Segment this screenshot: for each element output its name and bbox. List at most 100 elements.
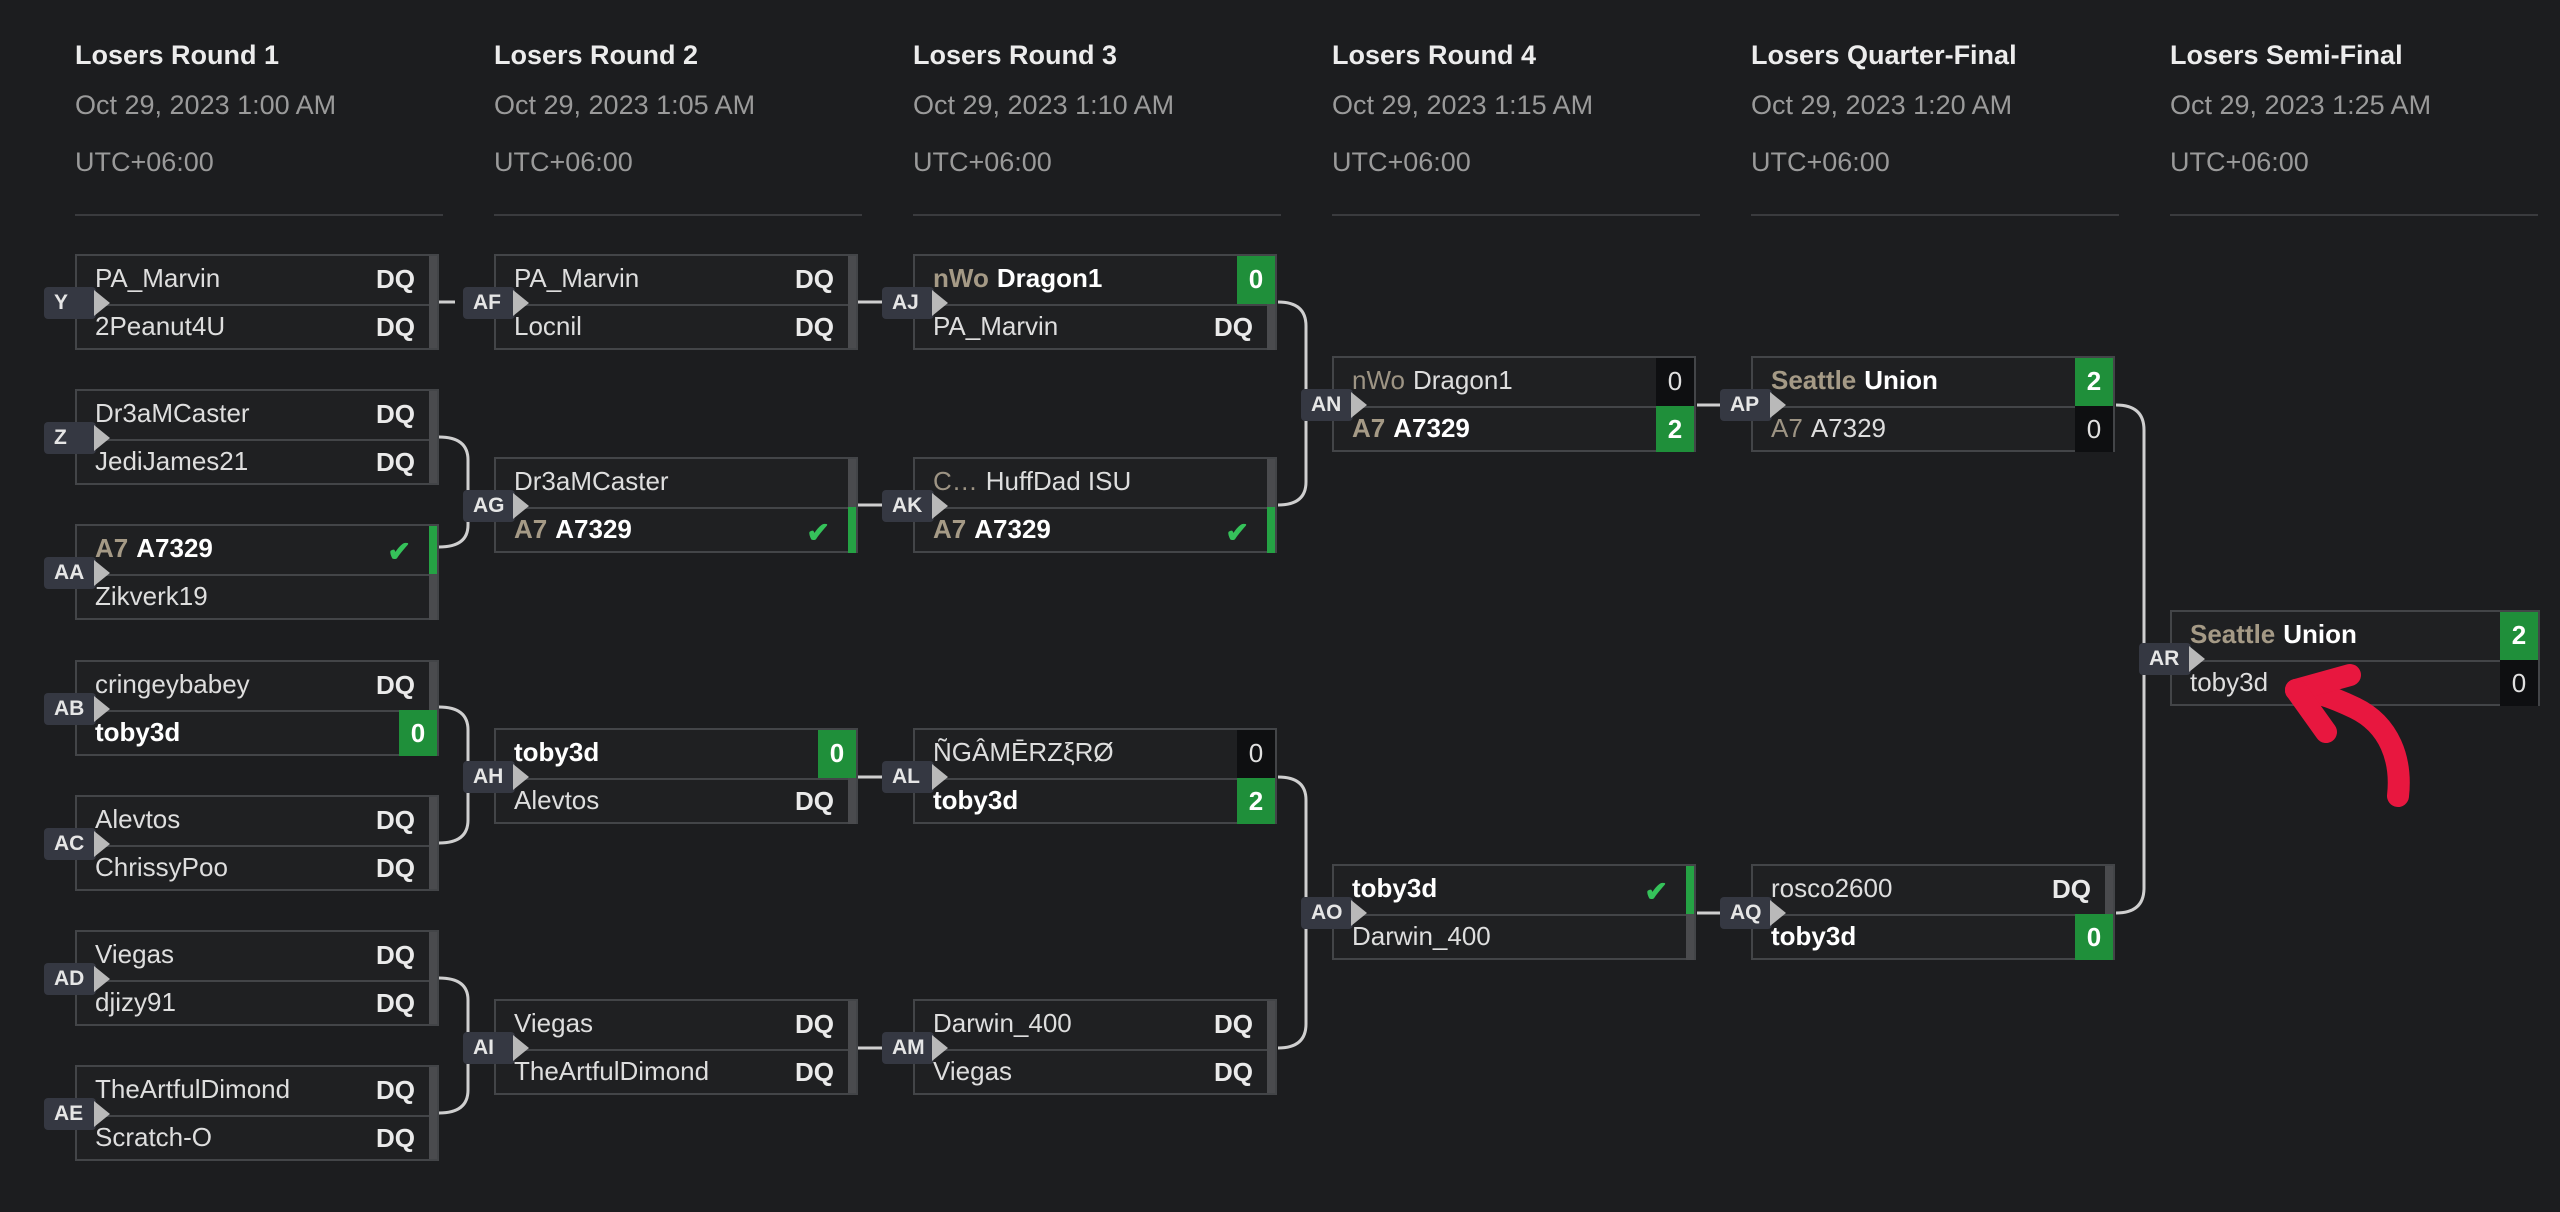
match-label[interactable]: AO [1301,897,1367,929]
match-label[interactable]: AA [44,557,110,589]
match-card[interactable]: Viegas DQ djizy91 DQ [75,930,439,1026]
player-row[interactable]: PA_Marvin DQ [77,256,437,306]
score: 2 [1237,778,1275,824]
match-card[interactable]: Dr3aMCaster DQ JediJames21 DQ [75,389,439,485]
score: DQ [795,1009,834,1039]
match-label[interactable]: AR [2139,643,2205,675]
match-label[interactable]: AB [44,693,110,725]
match-id: AN [1311,393,1342,416]
score: DQ [795,312,834,342]
match-id: AA [54,561,85,584]
player-row[interactable]: toby3d 0 [2172,660,2538,706]
player-row[interactable]: 2Peanut4U DQ [77,304,437,350]
player-row[interactable]: Viegas DQ [496,1001,856,1051]
player-row[interactable]: Alevtos DQ [496,778,856,824]
player-row[interactable]: toby3d 0 [496,730,856,780]
match-card[interactable]: toby3d ✔ Darwin_400 [1332,864,1696,960]
match-id: AD [54,967,85,990]
team-tag: A7 [1352,413,1386,443]
match-card[interactable]: TheArtfulDimond DQ Scratch-O DQ [75,1065,439,1161]
score: 0 [399,710,437,756]
status-stripe [848,778,856,824]
match-card[interactable]: rosco2600 DQ toby3d 0 [1751,864,2115,960]
match-label[interactable]: Y [44,287,110,319]
check-icon: ✔ [806,517,830,548]
score: DQ [1214,1057,1253,1087]
match-label[interactable]: AE [44,1098,110,1130]
match-card[interactable]: Viegas DQ TheArtfulDimond DQ [494,999,858,1095]
match-label[interactable]: AH [463,761,529,793]
player-row[interactable]: Darwin_400 [1334,914,1694,960]
player-row[interactable]: toby3d 2 [915,778,1275,824]
player-row[interactable]: Dr3aMCaster [496,459,856,509]
match-label[interactable]: Z [44,422,110,454]
player-row[interactable]: Dr3aMCaster DQ [77,391,437,441]
player-row[interactable]: rosco2600 DQ [1753,866,2113,916]
player-row[interactable]: toby3d 0 [77,710,437,756]
player-row[interactable]: PA_Marvin DQ [496,256,856,306]
match-card[interactable]: ÑGÂMĒRZξRØ 0 toby3d 2 [913,728,1277,824]
player-row[interactable]: TheArtfulDimond DQ [77,1067,437,1117]
player-row[interactable]: Scratch-O DQ [77,1115,437,1161]
player-row[interactable]: PA_Marvin DQ [915,304,1275,350]
player-row[interactable]: Viegas DQ [915,1049,1275,1095]
match-card[interactable]: Alevtos DQ ChrissyPoo DQ [75,795,439,891]
match-label[interactable]: AM [882,1032,948,1064]
match-card[interactable]: cringeybabey DQ toby3d 0 [75,660,439,756]
score: DQ [376,1123,415,1153]
match-card[interactable]: PA_Marvin DQ 2Peanut4U DQ [75,254,439,350]
player-name: PA_Marvin [514,263,640,293]
match-label[interactable]: AG [463,490,529,522]
score: DQ [376,988,415,1018]
match-label[interactable]: AJ [882,287,948,319]
team-tag: A7 [1771,413,1803,443]
player-row[interactable]: C…HuffDad ISU [915,459,1275,509]
match-label[interactable]: AC [44,828,110,860]
round-date: Oct 29, 2023 1:20 AM [1751,90,2013,120]
player-name: djizy91 [95,987,176,1017]
player-row[interactable]: Locnil DQ [496,304,856,350]
player-row[interactable]: djizy91 DQ [77,980,437,1026]
player-row[interactable]: Viegas DQ [77,932,437,982]
player-row[interactable]: Zikverk19 [77,574,437,620]
player-row[interactable]: ChrissyPoo DQ [77,845,437,891]
match-label[interactable]: AK [882,490,948,522]
match-label[interactable]: AF [463,287,529,319]
match-id: AO [1311,901,1343,924]
match-label[interactable]: AN [1301,389,1367,421]
player-handle: A7329 [555,514,632,544]
match-label[interactable]: AQ [1720,897,1786,929]
player-row[interactable]: ÑGÂMĒRZξRØ 0 [915,730,1275,780]
match-label[interactable]: AD [44,963,110,995]
player-row[interactable]: Darwin_400 DQ [915,1001,1275,1051]
player-name: toby3d [95,717,181,747]
match-label[interactable]: AP [1720,389,1786,421]
player-row[interactable]: cringeybabey DQ [77,662,437,712]
player-row[interactable]: JediJames21 DQ [77,439,437,485]
player-row[interactable]: TheArtfulDimond DQ [496,1049,856,1095]
match-card[interactable]: toby3d 0 Alevtos DQ [494,728,858,824]
divider [1751,214,2119,216]
match-card[interactable]: PA_Marvin DQ Locnil DQ [494,254,858,350]
player-row[interactable]: toby3d ✔ [1334,866,1694,916]
player-row[interactable]: Alevtos DQ [77,797,437,847]
player-row[interactable]: toby3d 0 [1753,914,2113,960]
match-label[interactable]: AL [882,761,948,793]
match-label[interactable]: AI [463,1032,529,1064]
